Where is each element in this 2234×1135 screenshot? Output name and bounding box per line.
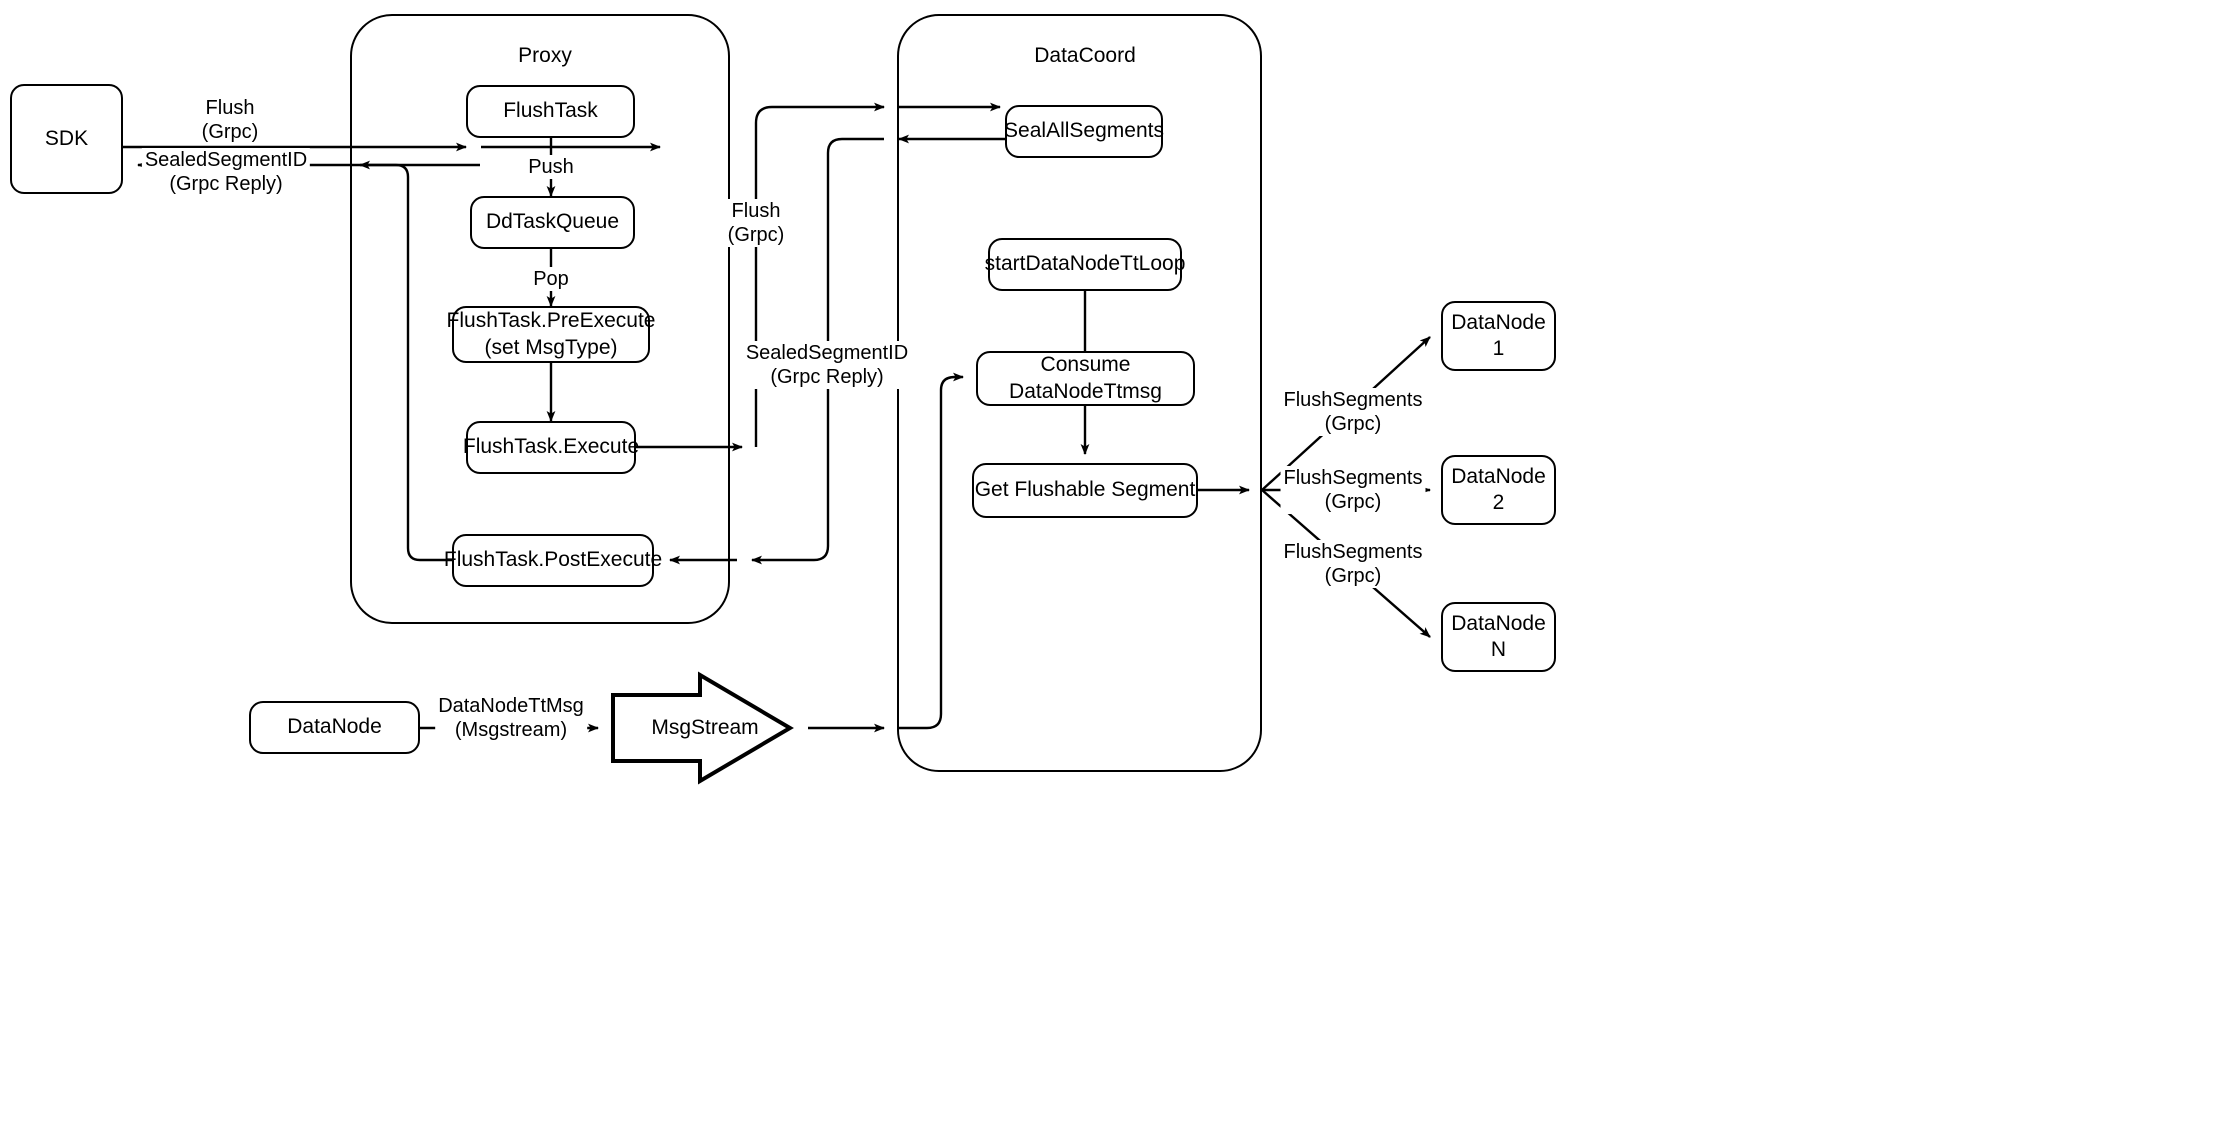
node-dd-task-queue[interactable]: DdTaskQueue — [470, 196, 635, 249]
edge-label-datacoord-to-proxy: SealedSegmentID (Grpc Reply) — [742, 341, 912, 389]
node-datanode-source[interactable]: DataNode — [249, 701, 420, 754]
node-seal-all-segments[interactable]: SealAllSegments — [1004, 105, 1164, 158]
edge-label-datanode-to-msgstream: DataNodeTtMsg (Msgstream) — [435, 694, 587, 742]
node-consume-datanode-ttmsg[interactable]: Consume DataNodeTtmsg — [976, 351, 1195, 406]
edge-label-pop: Pop — [530, 267, 572, 291]
node-flush-task-execute[interactable]: FlushTask.Execute — [463, 421, 639, 474]
node-msgstream-label[interactable]: MsgStream — [651, 716, 759, 739]
wire-flush-riser — [754, 102, 885, 447]
node-get-flushable-segment[interactable]: Get Flushable Segment — [972, 463, 1198, 518]
node-datanode-1[interactable]: DataNode 1 — [1441, 301, 1556, 371]
edge-label-flush-segments-2: FlushSegments (Grpc) — [1280, 466, 1426, 514]
edge-label-proxy-to-sdk: SealedSegmentID (Grpc Reply) — [141, 148, 311, 196]
node-flush-task-postexecute[interactable]: FlushTask.PostExecute — [444, 534, 662, 587]
edge-label-flush-segments-1: FlushSegments (Grpc) — [1280, 388, 1426, 436]
node-start-datanode-ttloop[interactable]: startDataNodeTtLoop — [985, 238, 1185, 291]
node-sdk[interactable]: SDK — [10, 84, 123, 194]
edge-label-sdk-to-proxy: Flush (Grpc) — [198, 96, 262, 144]
node-flush-task-preexecute[interactable]: FlushTask.PreExecute (set MsgType) — [447, 306, 655, 363]
group-proxy-title: Proxy — [518, 44, 572, 67]
group-datacoord — [897, 14, 1262, 772]
node-datanode-n[interactable]: DataNode N — [1441, 602, 1556, 672]
group-proxy — [350, 14, 730, 624]
edge-label-proxy-to-datacoord: Flush (Grpc) — [724, 199, 788, 247]
node-datanode-2[interactable]: DataNode 2 — [1441, 455, 1556, 525]
node-flush-task[interactable]: FlushTask — [466, 85, 635, 138]
group-datacoord-title: DataCoord — [1034, 44, 1136, 67]
edge-label-flush-segments-n: FlushSegments (Grpc) — [1280, 540, 1426, 588]
edge-label-push: Push — [525, 155, 577, 179]
